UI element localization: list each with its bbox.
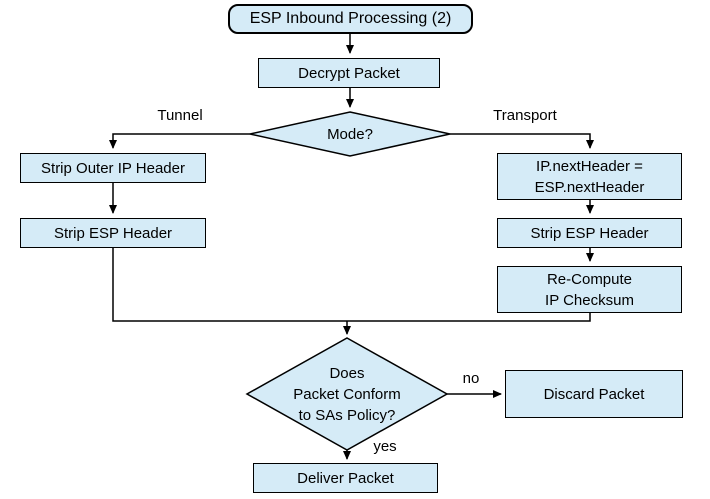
node-deliver-packet: Deliver Packet — [253, 463, 438, 493]
node-decrypt-packet: Decrypt Packet — [258, 58, 440, 88]
node-strip-outer-ip-header: Strip Outer IP Header — [20, 153, 206, 183]
arrow-mode-transport-branch — [450, 133, 594, 149]
node-discard-packet: Discard Packet — [505, 370, 683, 418]
policy-decision-diamond — [245, 337, 449, 451]
node-recompute-ip-checksum: Re-Compute IP Checksum — [497, 266, 682, 313]
edge-label-yes: yes — [373, 438, 397, 455]
connector-branch-merge — [112, 248, 591, 322]
mode-decision-diamond — [249, 111, 451, 157]
node-strip-esp-header-tunnel: Strip ESP Header — [20, 218, 206, 248]
node-esp-inbound-processing: ESP Inbound Processing (2) — [228, 4, 473, 34]
arrow-mode-tunnel-branch — [109, 133, 250, 149]
edge-label-no: no — [462, 370, 480, 387]
node-strip-esp-header-transport: Strip ESP Header — [497, 218, 682, 248]
node-ip-nextheader-assign: IP.nextHeader = ESP.nextHeader — [497, 153, 682, 200]
edge-label-tunnel: Tunnel — [157, 107, 203, 124]
edge-label-transport: Transport — [493, 107, 557, 124]
